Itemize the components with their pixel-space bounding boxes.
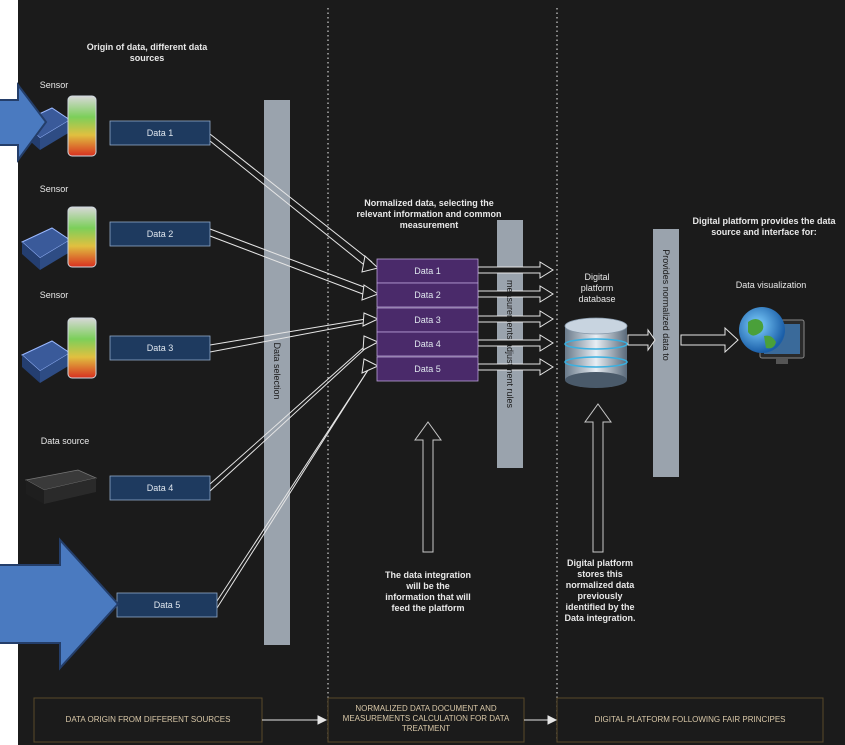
- to-visualization-arrow: [680, 326, 739, 354]
- globe-monitor-icon: [739, 307, 805, 364]
- footer-stage-1: DATA ORIGIN FROM DIFFERENT SOURCES: [65, 715, 231, 724]
- input-data-label: Data 5: [153, 600, 181, 610]
- sensor-label: Sensor: [39, 80, 69, 90]
- footer-arrows: [262, 715, 558, 725]
- footer-boxes: [33, 697, 824, 743]
- input-data-label: Data 4: [146, 483, 174, 493]
- sensor-icon: [21, 206, 97, 270]
- input-data-label: Data 1: [146, 128, 174, 138]
- integration-note: The data integration will be the informa…: [384, 570, 471, 613]
- normalized-data-label: Data 5: [414, 364, 441, 374]
- output-arrows: [477, 261, 554, 376]
- database-up-arrow: [584, 403, 612, 553]
- data-selection-label: Data selection: [272, 342, 282, 400]
- normalized-boxes: [376, 258, 479, 382]
- normalized-title: Normalized data, selecting the relevant …: [356, 198, 502, 230]
- data-source-label: Data source: [40, 436, 90, 446]
- callout-arrow-icon: [0, 82, 48, 164]
- input-data-label: Data 3: [146, 343, 174, 353]
- sensor-icon: [21, 317, 97, 383]
- platform-title: Digital platform provides the data sourc…: [692, 216, 836, 237]
- input-arrows: [209, 133, 373, 609]
- integration-up-arrow: [414, 421, 442, 553]
- to-provides-arrow: [627, 328, 656, 352]
- visualization-label: Data visualization: [735, 280, 807, 290]
- footer-stage-2: NORMALIZED DATA DOCUMENT AND MEASUREMENT…: [342, 704, 510, 733]
- input-arrowheads: [361, 255, 380, 374]
- provides-data-label: Provides normalized data to: [661, 249, 671, 361]
- normalized-data-label: Data 2: [414, 290, 441, 300]
- measurement-rules-label: measurements adjustment rules: [505, 279, 515, 409]
- callout-arrow-icon: [0, 537, 120, 671]
- server-box-icon: [24, 469, 98, 504]
- normalized-data-label: Data 4: [414, 339, 441, 349]
- database-icon: [564, 317, 628, 388]
- data-selection-bar: [264, 100, 290, 645]
- provides-data-bar: [653, 229, 679, 477]
- platform-note: Digital platform stores this normalized …: [564, 558, 636, 623]
- normalized-data-label: Data 1: [414, 266, 441, 276]
- normalized-data-label: Data 3: [414, 315, 441, 325]
- input-boxes: [109, 120, 218, 618]
- footer-stage-3: DIGITAL PLATFORM FOLLOWING FAIR PRINCIPE…: [594, 715, 786, 724]
- sensor-label: Sensor: [39, 290, 69, 300]
- input-data-label: Data 2: [146, 229, 174, 239]
- origin-title: Origin of data, different data sources: [86, 42, 208, 63]
- sensor-label: Sensor: [39, 184, 69, 194]
- database-label: Digital platform database: [578, 272, 616, 304]
